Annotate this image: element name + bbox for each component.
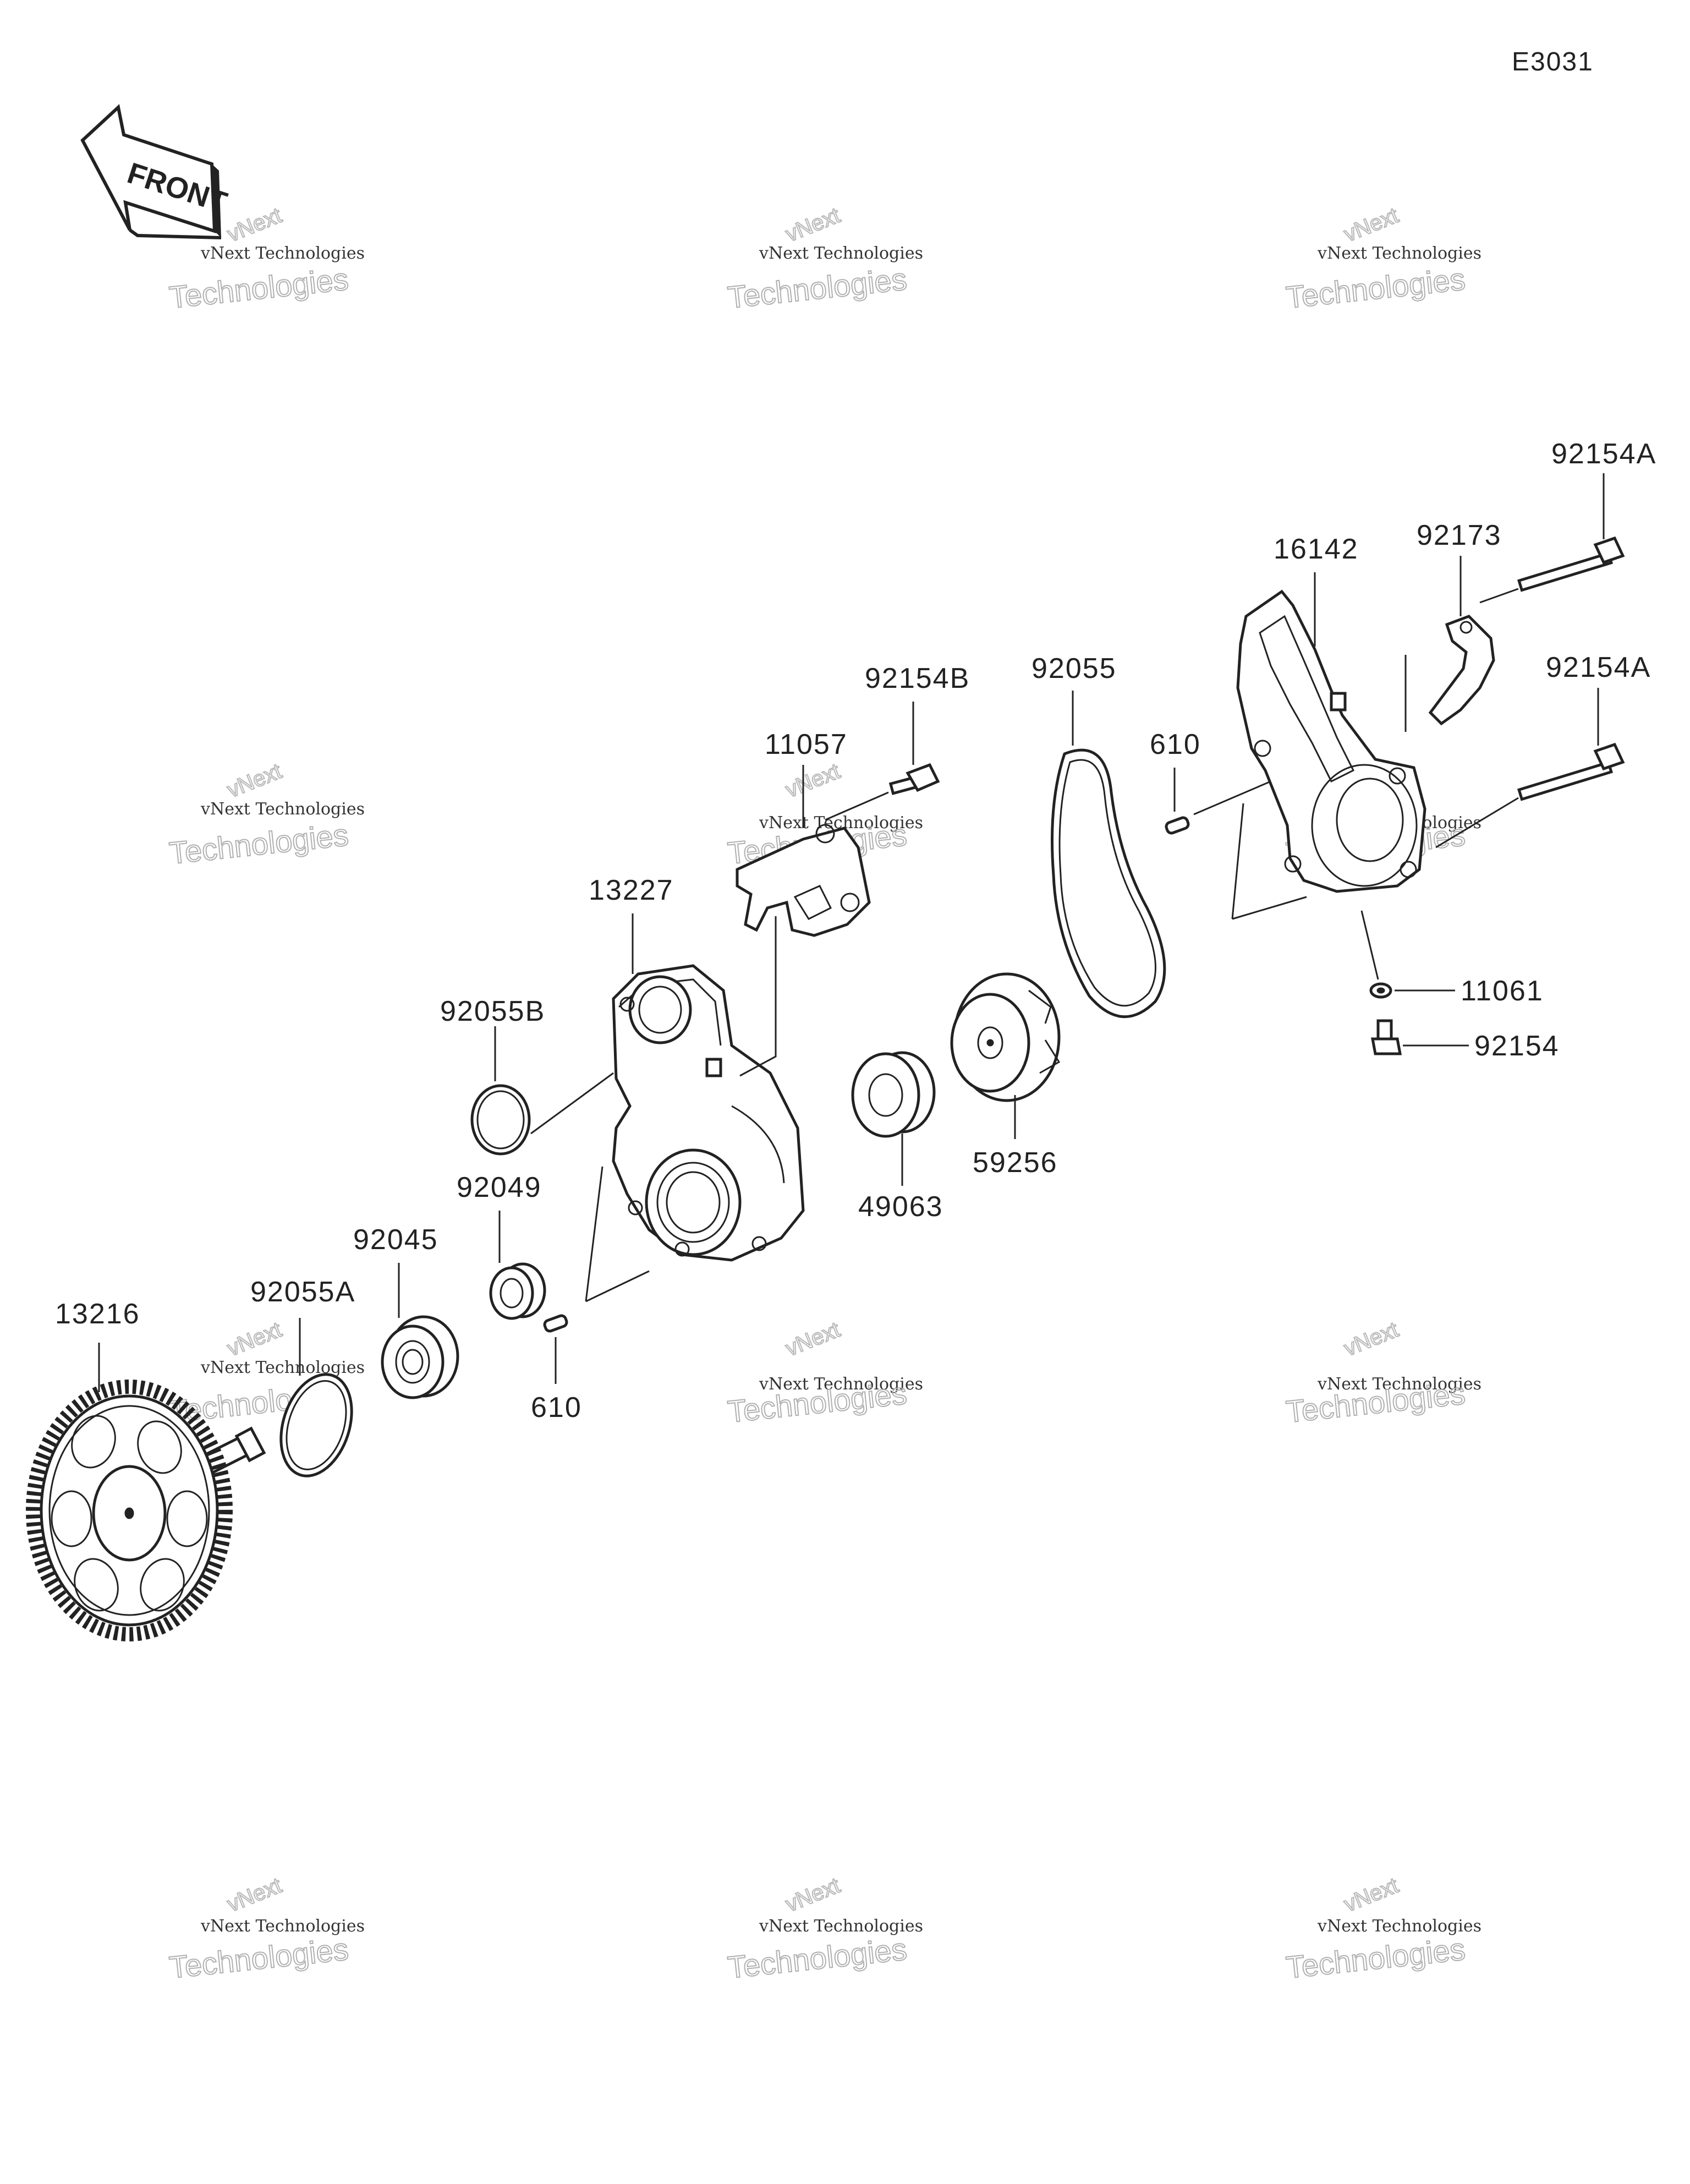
label-610-upper: 610 [1150, 729, 1201, 760]
svg-text:vNext: vNext [224, 203, 285, 247]
clamp-92173-icon [1428, 615, 1495, 726]
svg-text:vNext Technologies: vNext Technologies [200, 1358, 365, 1377]
svg-text:Technologies: Technologies [168, 1931, 350, 1985]
watermark-bl: vNext vNext Technologies Technologies [167, 1873, 365, 1985]
label-92173: 92173 [1417, 519, 1502, 551]
label-92055a: 92055A [250, 1276, 355, 1308]
svg-text:Technologies: Technologies [726, 1931, 909, 1985]
svg-text:vNext: vNext [782, 1873, 843, 1917]
svg-text:vNext Technologies: vNext Technologies [200, 1917, 365, 1936]
label-11061: 11061 [1461, 975, 1544, 1007]
svg-text:vNext Technologies: vNext Technologies [759, 1917, 923, 1936]
label-13227: 13227 [589, 874, 674, 906]
o-ring-92055a-icon [279, 1373, 353, 1477]
watermark-bc: vNext vNext Technologies Technologies [726, 1873, 923, 1985]
svg-text:Technologies: Technologies [726, 261, 909, 315]
svg-text:vNext: vNext [782, 203, 843, 247]
label-11057: 11057 [765, 729, 848, 760]
label-92154b: 92154B [865, 663, 970, 694]
bolt-92154a-top-icon [1517, 536, 1625, 592]
label-92045: 92045 [353, 1224, 438, 1256]
label-59256: 59256 [973, 1147, 1058, 1179]
svg-text:vNext: vNext [782, 759, 843, 802]
dowel-pin-610-lower-icon [543, 1314, 568, 1333]
o-ring-92055b-icon [470, 1084, 531, 1156]
svg-text:Technologies: Technologies [168, 261, 350, 315]
washer-11061-icon [1369, 982, 1392, 999]
svg-text:vNext Technologies: vNext Technologies [1317, 1375, 1482, 1394]
gear-13216-icon [26, 1380, 266, 1641]
watermark-lr: vNext vNext Technologies Technologies [1284, 1317, 1482, 1430]
label-92055: 92055 [1031, 653, 1117, 685]
watermark-br: vNext vNext Technologies Technologies [1284, 1873, 1482, 1985]
label-610-lower: 610 [531, 1392, 582, 1424]
front-arrow-icon: FRONT [80, 104, 231, 239]
bearing-92045-icon [381, 1315, 459, 1399]
housing-13227-icon [612, 964, 805, 1262]
svg-text:vNext: vNext [224, 1873, 285, 1917]
o-ring-92055-icon [1051, 748, 1166, 1019]
pump-cover-16142-icon [1236, 589, 1426, 893]
svg-text:vNext: vNext [1341, 1317, 1402, 1361]
svg-text:vNext Technologies: vNext Technologies [759, 244, 923, 263]
mechanical-seal-49063-icon [851, 1051, 936, 1138]
svg-text:vNext Technologies: vNext Technologies [759, 1375, 923, 1394]
impeller-59256-icon [950, 972, 1061, 1102]
svg-text:vNext Technologies: vNext Technologies [1317, 244, 1482, 263]
svg-text:vNext: vNext [1341, 203, 1402, 247]
bolt-92154-icon [1370, 1019, 1402, 1055]
watermark-tc: vNext vNext Technologies Technologies [726, 202, 923, 315]
bolt-92154a-mid-icon [1517, 742, 1625, 801]
oil-seal-92049-icon [489, 1262, 546, 1320]
bracket-11057-icon [736, 824, 871, 937]
label-92154a-top: 92154A [1551, 438, 1656, 470]
svg-text:vNext: vNext [224, 759, 285, 802]
dowel-pin-610-upper-icon [1165, 816, 1190, 835]
label-49063: 49063 [858, 1191, 943, 1223]
svg-text:vNext Technologies: vNext Technologies [200, 800, 365, 819]
svg-text:vNext: vNext [224, 1317, 285, 1361]
watermark-ml: vNext vNext Technologies Technologies [167, 758, 365, 871]
watermark-tr: vNext vNext Technologies Technologies [1284, 202, 1482, 315]
label-92055b: 92055B [440, 995, 545, 1027]
label-16142: 16142 [1274, 533, 1359, 565]
label-92154: 92154 [1474, 1030, 1560, 1062]
label-92049: 92049 [457, 1172, 542, 1203]
svg-text:Technologies: Technologies [168, 817, 350, 871]
watermark-lc: vNext vNext Technologies Technologies [726, 1317, 923, 1430]
svg-text:vNext: vNext [782, 1317, 843, 1361]
diagram-code: E3031 [1512, 47, 1594, 76]
svg-text:Technologies: Technologies [1285, 261, 1467, 315]
svg-text:vNext: vNext [1341, 1873, 1402, 1917]
bolt-92154b-icon [888, 763, 940, 795]
svg-text:vNext Technologies: vNext Technologies [1317, 1917, 1482, 1936]
label-13216: 13216 [55, 1298, 140, 1330]
svg-text:Technologies: Technologies [1285, 1931, 1467, 1985]
svg-text:vNext Technologies: vNext Technologies [200, 244, 365, 263]
label-92154a-mid: 92154A [1546, 652, 1651, 683]
